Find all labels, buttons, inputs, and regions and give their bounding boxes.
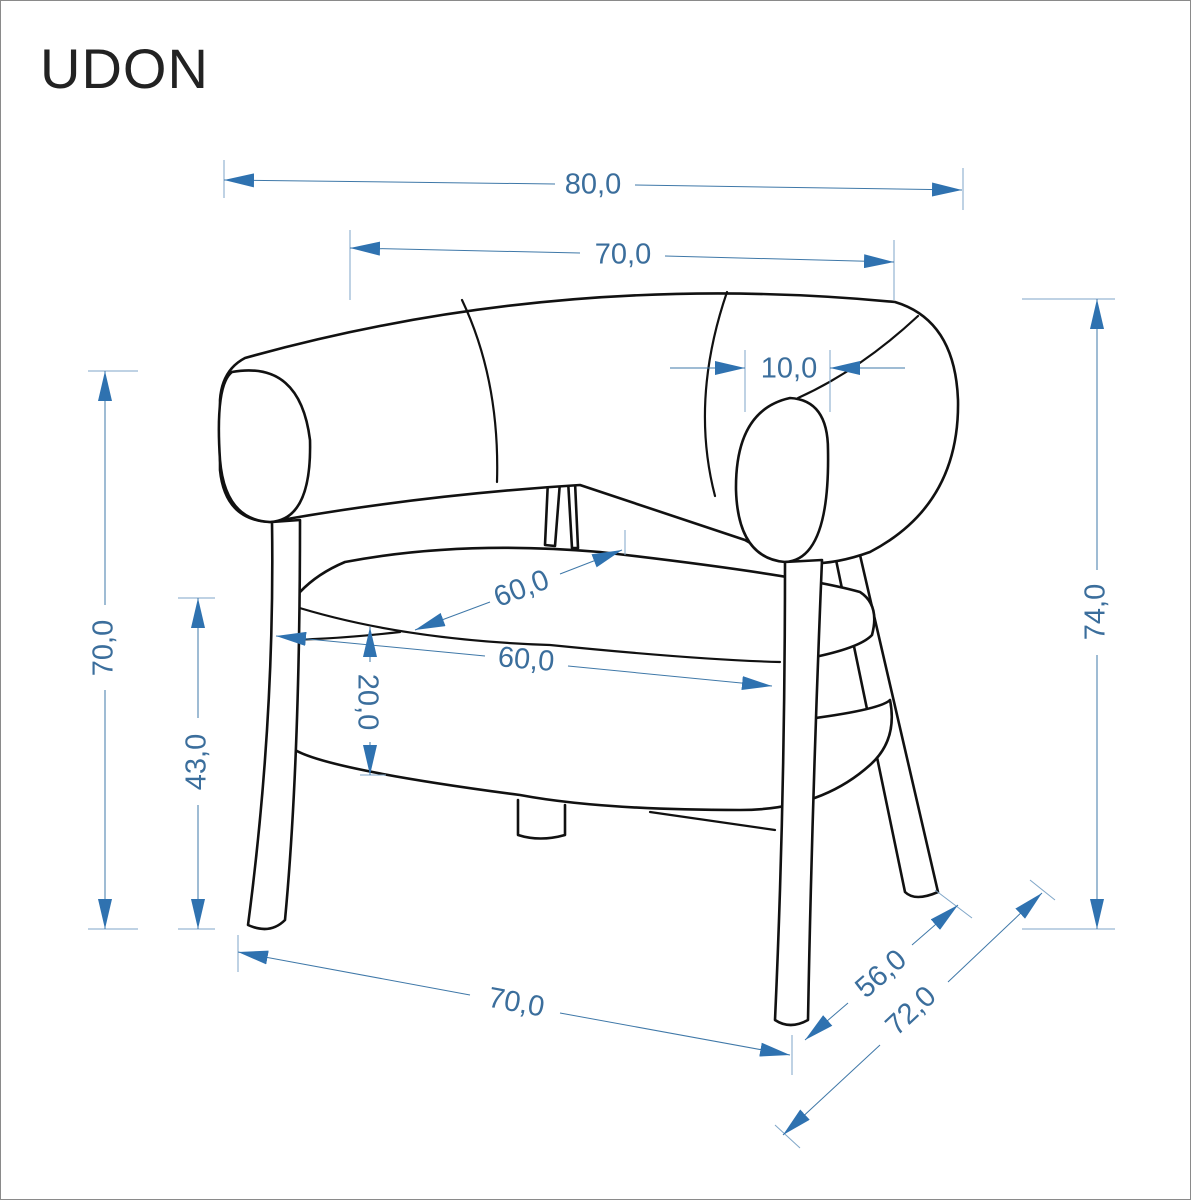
dimension-overall-height: 74,0 — [1022, 298, 1115, 930]
seat-edge — [288, 603, 782, 664]
label-arm-width: 10,0 — [761, 353, 817, 385]
front-leg-right — [773, 558, 824, 1027]
label-overall-height: 74,0 — [1080, 584, 1112, 640]
backrest — [218, 292, 960, 565]
dimension-seat-height: 43,0 — [178, 597, 215, 930]
backrest-seam-2 — [703, 290, 729, 498]
dimension-base-width: 70,0 — [237, 935, 793, 1075]
label-overall-depth: 72,0 — [880, 980, 943, 1042]
rail — [648, 810, 777, 832]
label-seat-thickness: 20,0 — [351, 674, 383, 730]
label-overall-width: 80,0 — [565, 169, 621, 201]
dimension-back-width: 70,0 — [349, 230, 895, 300]
label-seat-height: 43,0 — [181, 734, 213, 790]
label-seat-width: 60,0 — [497, 641, 556, 678]
label-arm-height: 70,0 — [88, 620, 120, 676]
back-leg-mid — [566, 478, 580, 550]
center-support — [516, 798, 567, 840]
label-base-width: 70,0 — [486, 982, 547, 1024]
label-back-width: 70,0 — [595, 239, 651, 271]
chair-outline — [217, 290, 960, 1027]
dimension-arm-height: 70,0 — [88, 370, 138, 930]
dimension-arm-width: 10,0 — [670, 350, 905, 412]
dimension-seat-thickness: 20,0 — [351, 627, 386, 776]
back-leg-left — [543, 478, 562, 548]
backrest-seam-1 — [460, 298, 499, 484]
front-leg-left — [246, 518, 302, 931]
dimension-seat-width: 60,0 — [275, 631, 773, 691]
dimension-overall-depth: 72,0 — [774, 879, 1056, 1149]
dimension-overall-width: 80,0 — [223, 160, 964, 210]
product-title: UDON — [40, 37, 209, 100]
